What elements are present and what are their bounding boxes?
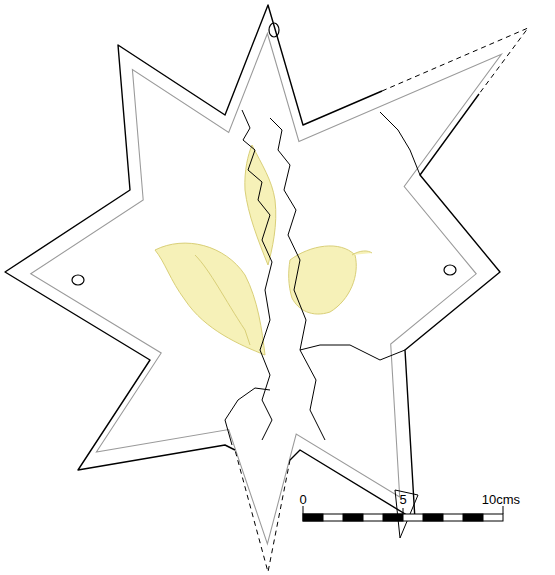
fracture-lines <box>225 110 420 538</box>
star-outline <box>5 5 500 520</box>
scale-label: 0 <box>299 493 306 506</box>
fleur-petals <box>155 145 372 355</box>
inner-rim <box>31 34 502 544</box>
scale-label: 5 <box>399 493 406 506</box>
scale-label: 10cms <box>482 493 520 506</box>
scale-bar <box>303 506 503 521</box>
reconstructed-outline <box>235 28 528 572</box>
fixing-holes <box>72 23 456 285</box>
